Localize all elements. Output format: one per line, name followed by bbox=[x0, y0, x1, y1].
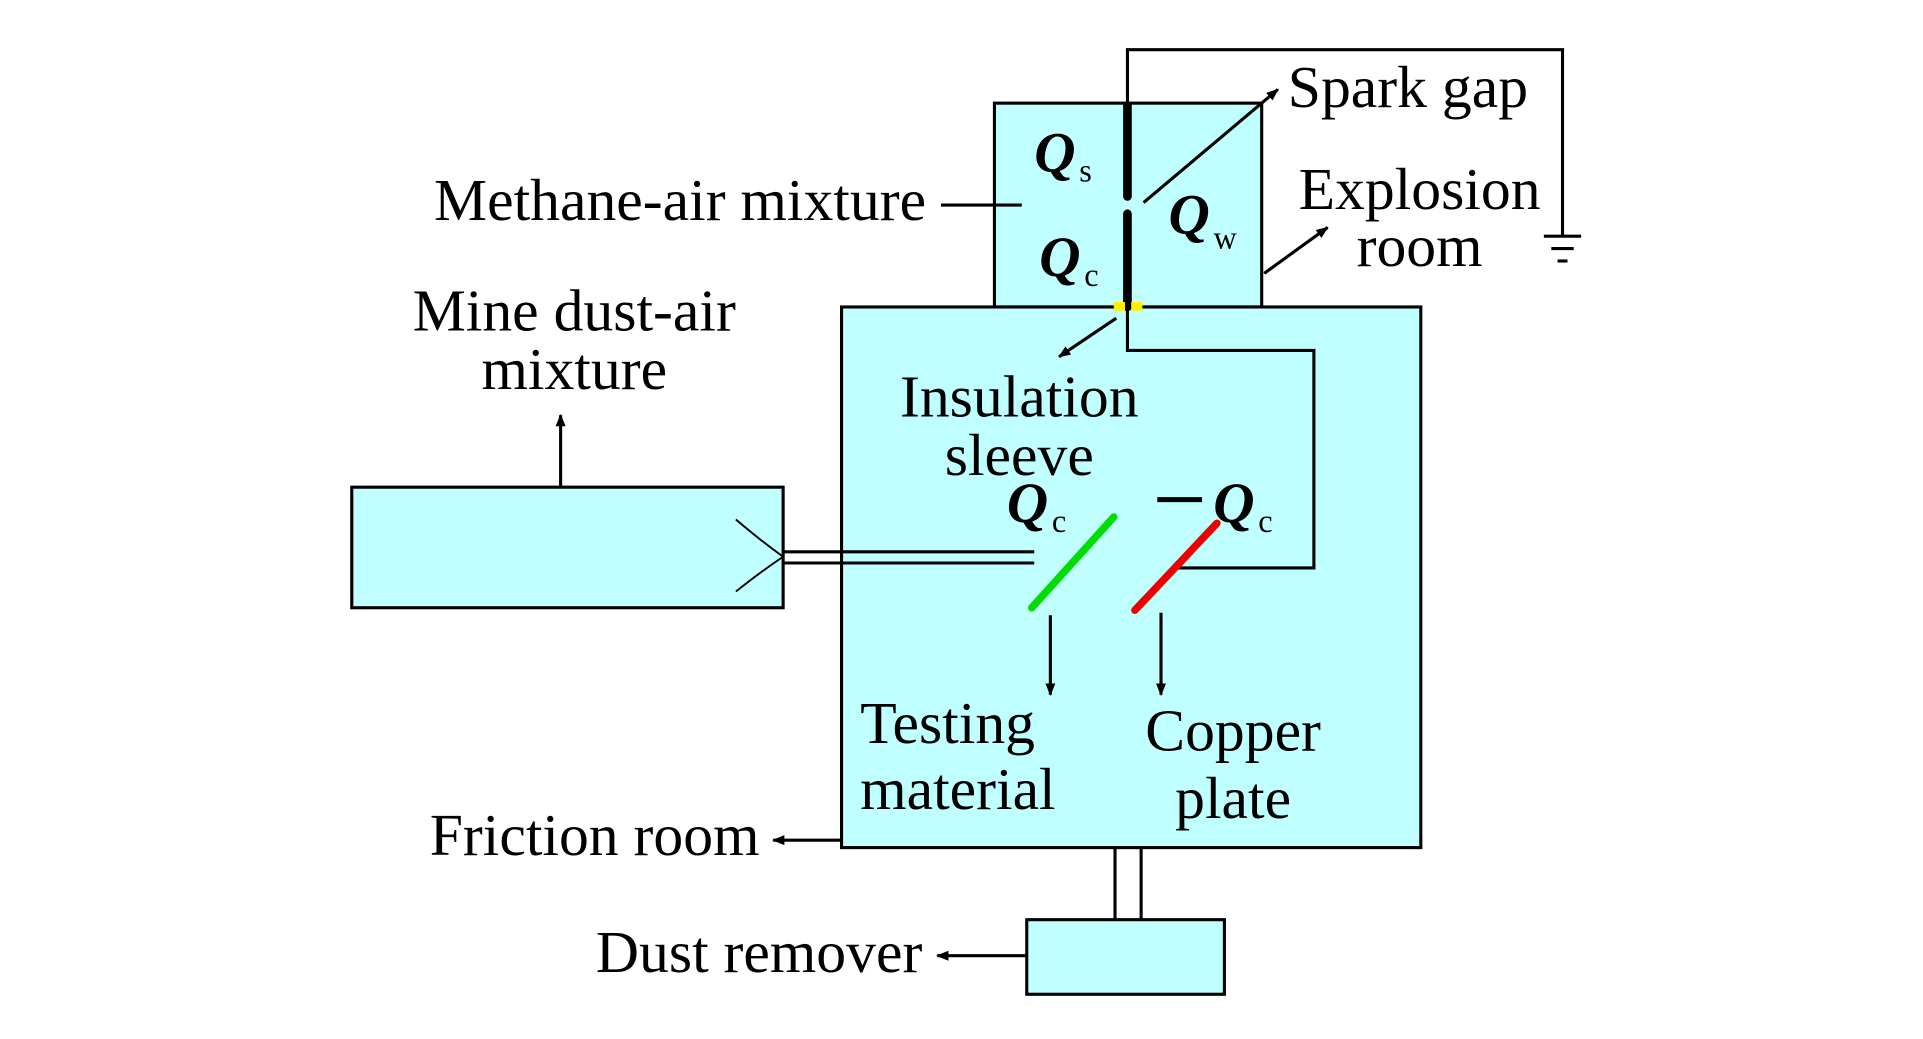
friction-room-label: Friction room bbox=[430, 802, 760, 868]
copper-plate-label-2: plate bbox=[1175, 765, 1291, 831]
testing-material-label: Testing bbox=[860, 690, 1035, 756]
insulation-sleeve bbox=[1113, 302, 1125, 311]
spark-gap-arrow bbox=[1142, 88, 1279, 204]
dust-remover-box bbox=[1025, 918, 1226, 996]
methane-air-label: Methane-air mixture bbox=[434, 167, 926, 233]
copper-plate bbox=[1131, 519, 1221, 614]
copper-wire bbox=[1125, 306, 1316, 570]
testing-material-label-2: material bbox=[860, 756, 1055, 822]
copper-plate-label: Copper bbox=[1145, 698, 1321, 764]
spark-wire bbox=[1125, 48, 1565, 237]
testing-material-plate bbox=[1028, 513, 1118, 612]
explosion-room-arrow bbox=[1263, 226, 1329, 275]
dust-source-box bbox=[350, 485, 785, 610]
mine-dust-label-2: mixture bbox=[481, 336, 667, 402]
dust-remover-label: Dust remover bbox=[596, 919, 923, 985]
insulation-sleeve-right bbox=[1131, 302, 1143, 311]
explosion-room-label: Explosion bbox=[1299, 156, 1541, 222]
insulation-sleeve-label-2: sleeve bbox=[945, 422, 1094, 488]
friction-room-box bbox=[839, 305, 1423, 850]
nozzle-curve bbox=[735, 518, 785, 593]
insulation-arrow bbox=[1058, 316, 1118, 358]
spark-gap-label: Spark gap bbox=[1288, 54, 1528, 120]
insulation-sleeve-label: Insulation bbox=[900, 363, 1139, 429]
mine-dust-label: Mine dust-air bbox=[413, 278, 736, 344]
explosion-room-label-2: room bbox=[1357, 213, 1483, 279]
